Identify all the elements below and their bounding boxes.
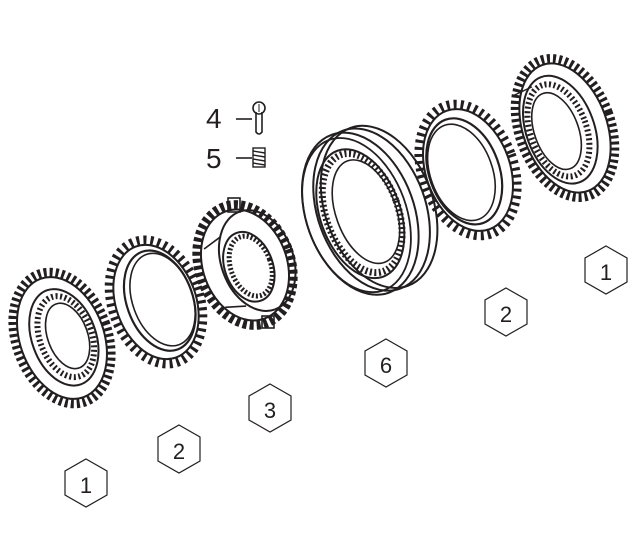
svg-text:1: 1: [600, 260, 612, 285]
callout-3: 3: [248, 383, 292, 433]
svg-text:2: 2: [173, 439, 185, 464]
callout-2-right: 2: [484, 287, 528, 337]
svg-text:1: 1: [80, 473, 92, 498]
callout-1-left: 1: [64, 458, 108, 508]
detent-spring: [252, 147, 266, 168]
callout-6: 6: [364, 338, 408, 388]
synchro-ring-left: [104, 235, 208, 369]
detent-spring-label: 5: [206, 143, 252, 174]
svg-text:3: 3: [264, 398, 276, 423]
synchro-ring-right: [414, 99, 522, 241]
callout-2-left: 2: [157, 424, 201, 474]
callout-1-right: 1: [584, 245, 628, 295]
detent-plunger-label: 4: [206, 103, 252, 134]
svg-text:4: 4: [206, 103, 222, 134]
svg-text:5: 5: [206, 143, 222, 174]
svg-text:6: 6: [380, 353, 392, 378]
detent-plunger: [252, 101, 266, 135]
gear-ring-right: [510, 54, 620, 202]
synchro-hub: [192, 197, 298, 330]
sliding-sleeve: [300, 124, 439, 296]
gear-ring-left: [8, 267, 116, 409]
svg-text:2: 2: [500, 302, 512, 327]
